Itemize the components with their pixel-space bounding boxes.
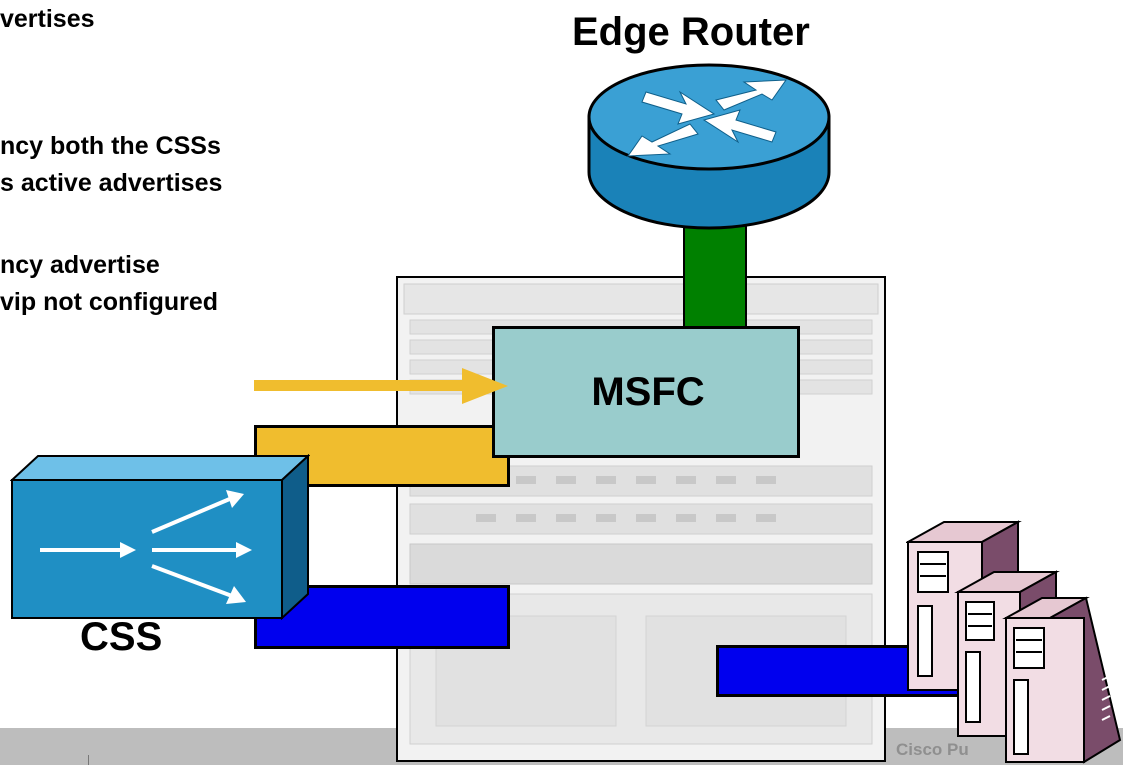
bullet-text-3a: ncy advertise [0, 251, 160, 279]
bullet-text-1: vertises [0, 5, 95, 33]
footer-tick [88, 755, 89, 765]
bullet-text-2b: s active advertises [0, 169, 223, 197]
msfc-label: MSFC [591, 369, 705, 414]
yellow-arrow [254, 368, 508, 404]
green-link [683, 224, 747, 330]
footer-text: Cisco Pu [896, 740, 969, 759]
router-icon [587, 63, 831, 230]
edge-router-label: Edge Router [572, 10, 810, 54]
server-group-icon [906, 520, 1122, 764]
css-device-icon [10, 454, 310, 620]
server-icon-front [1002, 596, 1122, 764]
bullet-text-2a: ncy both the CSSs [0, 132, 221, 160]
msfc-box [492, 326, 800, 458]
css-label: CSS [80, 615, 163, 659]
bullet-text-3b: vip not configured [0, 288, 219, 316]
